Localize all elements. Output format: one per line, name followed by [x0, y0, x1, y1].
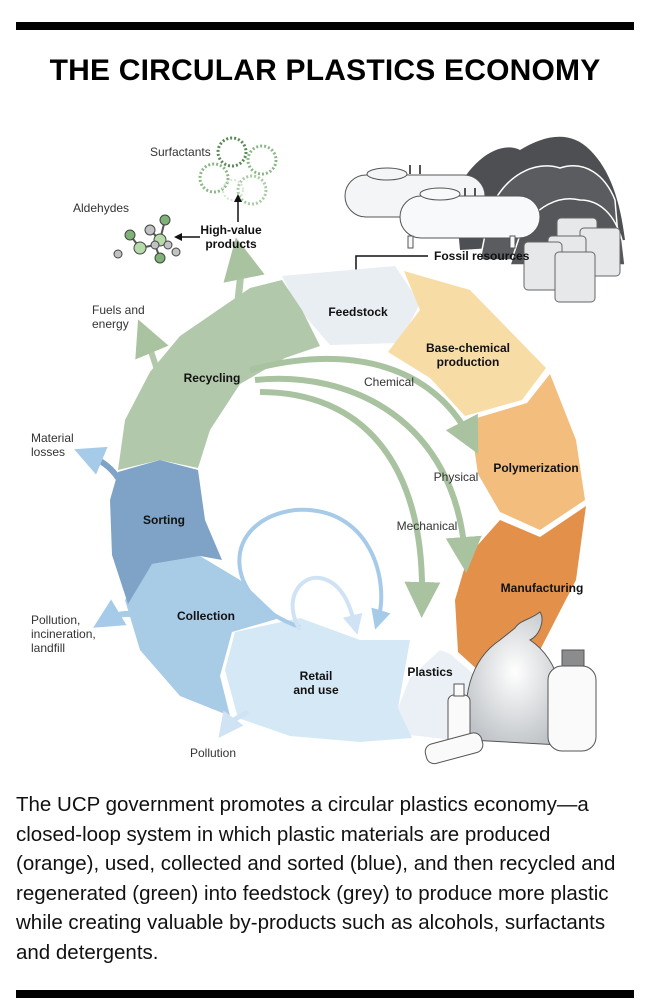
- collection-label: Collection: [177, 609, 235, 623]
- stage-sorting[interactable]: [110, 460, 222, 604]
- stage-feedstock[interactable]: [282, 266, 420, 345]
- physical-path-label: Physical: [434, 470, 479, 484]
- material-losses-arrow: [74, 446, 121, 480]
- stage-polymerization[interactable]: [470, 374, 585, 530]
- aldehydes-illustration: [113, 214, 181, 264]
- aldehydes-label: Aldehydes: [73, 201, 129, 215]
- storage-tanks-illustration: [344, 165, 541, 249]
- mechanical-path-label: Mechanical: [397, 519, 458, 533]
- fossil-resources-label: Fossil resources: [434, 249, 530, 263]
- page-title: THE CIRCULAR PLASTICS ECONOMY: [49, 54, 601, 87]
- surfactants-illustration: [198, 136, 278, 206]
- feedstock-label: Feedstock: [328, 305, 388, 319]
- stage-collection[interactable]: [125, 556, 280, 716]
- retail-label-line1: Retail: [300, 669, 333, 683]
- stage-retail[interactable]: [225, 618, 412, 742]
- fuels-label-line2: energy: [92, 317, 129, 331]
- chemical-path-arrow: [249, 355, 479, 455]
- reuse-loop-small-arrow: [290, 575, 363, 635]
- plastic-items-illustration: [424, 611, 597, 765]
- pollution-incineration-label-line2: incineration,: [31, 627, 96, 641]
- stage-base-chemical[interactable]: [388, 271, 546, 416]
- pollution-incineration-label-line3: landfill: [31, 641, 65, 655]
- high-value-arrow: [223, 237, 265, 301]
- caption-text: The UCP government promotes a circular p…: [16, 793, 616, 964]
- base-chemical-label-line1: Base-chemical: [426, 341, 510, 355]
- recycling-label: Recycling: [184, 371, 241, 385]
- pollution-incineration-label-line1: Pollution,: [31, 613, 80, 627]
- chemical-path-label: Chemical: [364, 375, 414, 389]
- mechanical-path-arrow: [259, 389, 441, 618]
- stage-recycling[interactable]: [118, 280, 320, 470]
- stage-manufacturing[interactable]: [455, 506, 586, 672]
- fuels-label-line1: Fuels and: [92, 303, 145, 317]
- bottom-rule: [16, 990, 634, 998]
- high-value-label-line1: High-value: [200, 223, 262, 237]
- surfactants-label: Surfactants: [150, 145, 211, 159]
- material-losses-label-line2: losses: [31, 445, 65, 459]
- pollution-arrow: [218, 709, 250, 738]
- physical-path-arrow: [254, 375, 482, 573]
- base-chemical-label-line2: production: [437, 355, 500, 369]
- pollution-incineration-arrow: [93, 599, 141, 628]
- oil-barrels-illustration: [523, 217, 621, 303]
- top-rule: [16, 22, 634, 30]
- circular-economy-diagram: Fossil resources: [31, 136, 626, 765]
- pollution-label: Pollution: [190, 746, 236, 760]
- fuels-arrow: [135, 319, 169, 381]
- reuse-loop-large-arrow: [237, 507, 391, 630]
- plastics-label: Plastics: [407, 665, 453, 679]
- polymerization-label: Polymerization: [493, 461, 578, 475]
- manufacturing-label: Manufacturing: [501, 581, 584, 595]
- sorting-label: Sorting: [143, 513, 185, 527]
- high-value-label-line2: products: [205, 237, 257, 251]
- material-losses-label-line1: Material: [31, 431, 74, 445]
- retail-label-line2: and use: [293, 683, 339, 697]
